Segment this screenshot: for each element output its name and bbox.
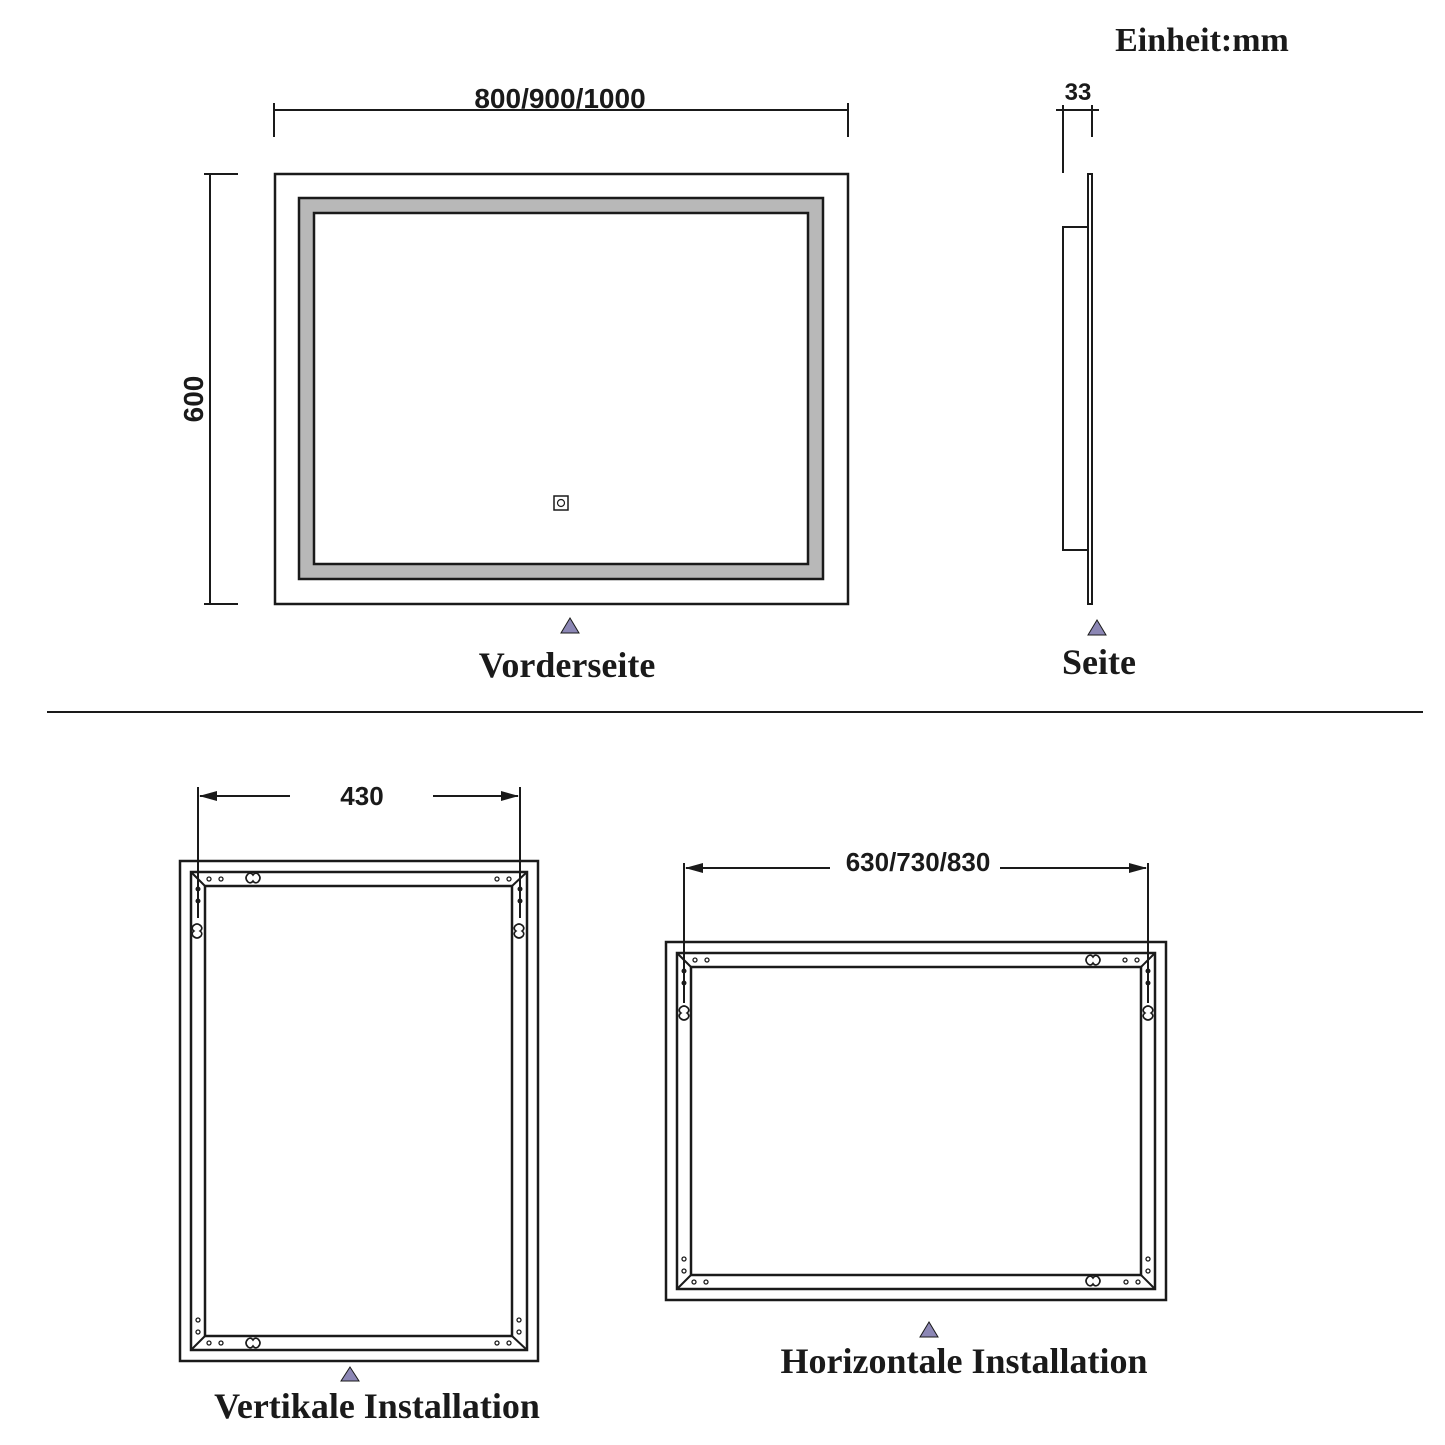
vertical-outer-frame (178, 859, 540, 1363)
horizontal-marker-triangle-icon (919, 1321, 939, 1338)
front-view: 800/900/1000 600 Vorderseite (178, 83, 850, 685)
screw-holes (681, 957, 1151, 1285)
front-width-dimension: 800/900/1000 (474, 83, 645, 114)
touch-switch-icon (553, 495, 569, 511)
unit-label: Einheit:mm (1115, 22, 1289, 59)
vertical-marker-triangle-icon (340, 1366, 360, 1382)
keyhole-hanger-icon (191, 872, 525, 1349)
led-light-strip (297, 196, 825, 581)
vertical-dimension: 430 (340, 781, 383, 811)
side-view-marker-triangle-icon (1087, 619, 1107, 636)
horizontal-installation-view: 630/730/830 Horizontale Installation (664, 847, 1168, 1381)
mirror-outline (273, 172, 850, 606)
side-depth-dimension: 33 (1065, 79, 1092, 106)
side-view-label: Seite (1062, 642, 1136, 682)
mirror-back-frame-side (1062, 226, 1088, 551)
front-view-marker-triangle-icon (560, 617, 580, 634)
horizontal-dimension: 630/730/830 (846, 847, 991, 877)
vertical-installation-view: 430 Vertikale Insta (178, 781, 540, 1426)
vertical-installation-label: Vertikale Installation (214, 1386, 540, 1426)
keyhole-hanger-icon (678, 954, 1154, 1287)
side-view: 33 Seite (1056, 79, 1136, 682)
front-height-dimension: 600 (178, 376, 209, 423)
horizontal-installation-label: Horizontale Installation (781, 1341, 1148, 1381)
mirror-glass-side (1087, 173, 1093, 605)
screw-holes (195, 876, 522, 1346)
horizontal-outer-frame (664, 940, 1168, 1302)
front-view-label: Vorderseite (479, 645, 656, 685)
